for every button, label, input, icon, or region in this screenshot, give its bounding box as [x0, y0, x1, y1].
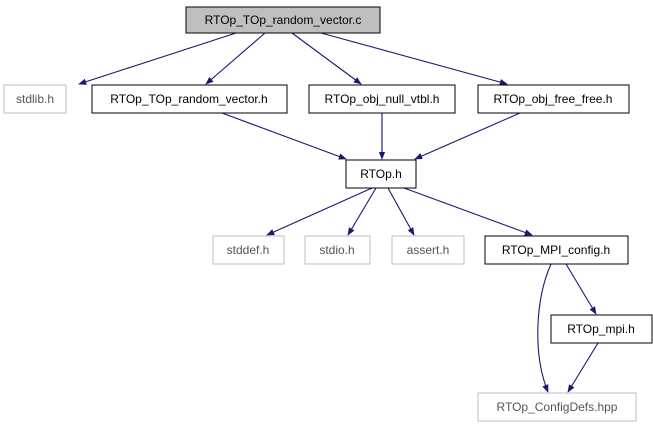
edge-arrow — [414, 112, 521, 160]
edge-random-vector-c-to-null-vtbl — [291, 32, 362, 85]
edge-rtop-to-stdio — [347, 187, 377, 236]
node-label: RTOp_obj_null_vtbl.h — [325, 92, 440, 106]
edge-arrow — [291, 32, 362, 85]
edge-arrow — [537, 263, 552, 393]
node-label: RTOp_TOp_random_vector.h — [110, 92, 267, 106]
node-rtop-h[interactable]: RTOp.h — [345, 159, 417, 189]
node-label: RTOp_TOp_random_vector.c — [205, 13, 362, 27]
edge-mpi-config-to-mpi — [565, 263, 597, 315]
edge-rtop-to-assert — [387, 187, 415, 236]
node-assert-h[interactable]: assert.h — [391, 235, 465, 265]
node-label: RTOp_mpi.h — [567, 322, 635, 336]
node-label: RTOp.h — [360, 167, 402, 181]
node-label: stddef.h — [227, 243, 270, 257]
node-label: RTOp_MPI_config.h — [502, 243, 610, 257]
edge-rtop-to-stddef — [266, 187, 373, 236]
edge-arrow — [266, 187, 373, 236]
edge-arrow — [78, 32, 237, 85]
node-rtop-topl-random-vector-c[interactable]: RTOp_TOp_random_vector.c — [185, 6, 381, 34]
edge-random-vector-h-to-rtop — [221, 112, 347, 160]
edge-arrow — [403, 187, 533, 236]
edge-arrow — [565, 263, 597, 315]
node-label: RTOp_ConfigDefs.hpp — [497, 400, 618, 414]
node-label: stdio.h — [319, 243, 354, 257]
edge-random-vector-c-to-stdlib — [78, 32, 237, 85]
edge-arrow — [221, 112, 347, 160]
node-label: stdlib.h — [16, 92, 54, 106]
edge-mpi-to-configdefs — [567, 342, 599, 393]
edge-mpi-config-to-configdefs — [537, 263, 552, 393]
edge-arrow — [347, 187, 377, 236]
edges-layer — [78, 32, 599, 393]
node-rtop-configdefs-hpp[interactable]: RTOp_ConfigDefs.hpp — [477, 392, 637, 422]
node-rtop-obj-null-vtbl-h[interactable]: RTOp_obj_null_vtbl.h — [308, 84, 456, 114]
edge-arrow — [320, 32, 508, 86]
node-stddef-h[interactable]: stddef.h — [212, 235, 285, 265]
node-rtop-obj-free-free-h[interactable]: RTOp_obj_free_free.h — [477, 84, 630, 114]
node-rtop-mpi-h[interactable]: RTOp_mpi.h — [550, 314, 653, 344]
edge-random-vector-c-to-free-free — [320, 32, 508, 86]
edge-arrow — [567, 342, 599, 393]
edge-arrow — [387, 187, 415, 236]
node-label: assert.h — [407, 243, 450, 257]
edge-random-vector-c-to-random-vector-h — [205, 32, 266, 85]
node-rtop-mpi-config-h[interactable]: RTOp_MPI_config.h — [484, 235, 629, 265]
node-stdlib-h[interactable]: stdlib.h — [3, 84, 67, 114]
node-label: RTOp_obj_free_free.h — [494, 92, 613, 106]
edge-free-free-to-rtop — [414, 112, 521, 160]
edge-arrow — [205, 32, 266, 85]
node-stdio-h[interactable]: stdio.h — [304, 235, 371, 265]
nodes-layer: RTOp_TOp_random_vector.c stdlib.h RTOp_T… — [3, 6, 653, 422]
node-rtop-topl-random-vector-h[interactable]: RTOp_TOp_random_vector.h — [91, 84, 288, 114]
edge-rtop-to-mpi-config — [403, 187, 533, 236]
